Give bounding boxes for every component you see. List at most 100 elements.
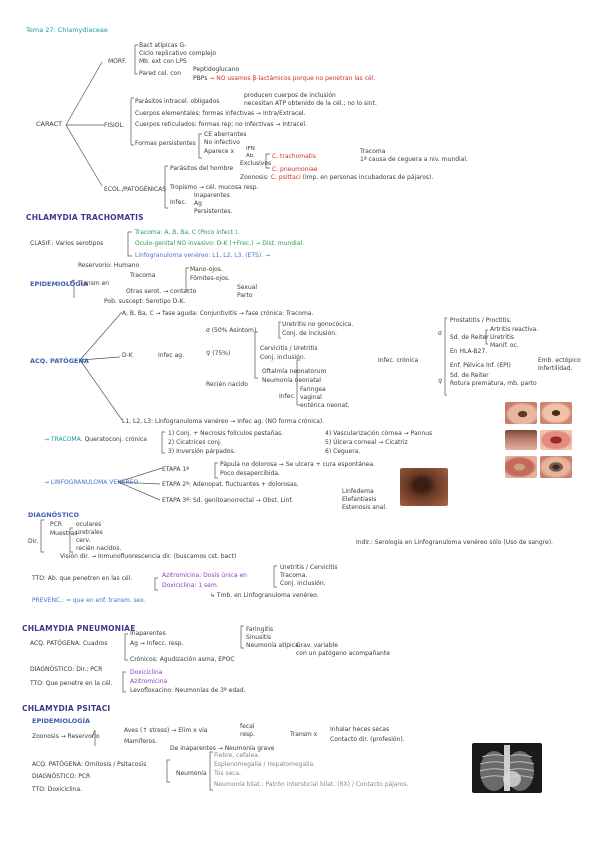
etapa3-item: Elefantiasis [342,496,377,503]
muestra-item: uretrales [76,529,103,536]
eye-photo [505,402,537,424]
tracoma-heading: → TRACOMA: Queratoconj. crónica [44,436,147,443]
parasitos-note: producen cuerpos de inclusión [244,92,336,99]
pneumo-grav: Grav. variable [296,642,338,649]
pneumo-resp-item: Neumonía atípica [246,642,299,649]
etapa2-line: ETAPA 2ª: Adenopat. fluctuantes + doloro… [162,481,299,488]
muestra-item: oculares [76,521,102,528]
muestra-item: cerv. [76,537,91,544]
tracoma-label: Tracoma [360,148,386,155]
section-heading-pneumoniae: CHLAMYDIA PNEUMONIAE [22,624,136,633]
psittaci-tto: TTO: Doxiciclina. [32,786,83,793]
dk-label: D-K [122,352,133,359]
persist-item: Aparece x [204,148,235,155]
transm-label: Transm en [78,280,110,287]
pcr-label: PCR [50,521,62,528]
morf-item: Mb. ext con LPS [139,58,187,65]
l123-line: L1, L2, L3: Linfogranuloma venéreo → Inf… [122,418,325,425]
tmb-line: ↳ Tmb. en Linfogranuloma venéreo. [210,592,319,599]
transm-otras: Otras serot. → contacto [126,288,197,295]
psittaci-contacto: Contacto dir. (profesión). [330,736,405,743]
psittaci-fecal: fecal [240,723,255,730]
cronica-male-item: En HLA-B27. [450,348,488,355]
transm-tracoma: Tracoma [130,272,156,279]
psittaci-neu-item: Tos seca. [214,770,242,777]
infec-ag-label: Infec ag. [158,352,184,359]
cronica-female-item: Sd. de Reiter [450,372,489,379]
etapa3-line: ETAPA 3ª: Sd. genitoanorrectal → Obst. L… [162,497,293,504]
transm-sexual: Sexual [237,284,258,291]
persist-item: CE aberrantes [204,131,247,138]
transm-parto: Parto [237,292,253,299]
vision-dir: Visión dir. → Inmunofluorescencia dir. (… [60,553,237,560]
pneumo-resp-item: Faringitis [246,626,274,633]
clasif-oculogenital: Oculo-genital NO invasivo: D-K (+Frec.) … [135,240,304,247]
zoonosis-label: Zoonosis: C. psittaci (Imp. en personas … [240,174,434,181]
pbps-label: PBPs → NO usamos β-lactámicos porque no … [193,75,376,82]
fisiol-item: Cuerpos elementales: formas infectivas →… [135,110,306,117]
epi-item: Emb. ectópico [538,357,581,364]
rn-item: Neumonía neonatal [262,377,321,384]
cronica-female-item: Rotura prematura, mb, parto [450,380,537,387]
psittaci-transm: Transm x [290,731,318,738]
reiter-item: Manif. oc. [490,342,519,349]
morf-label: MORF. [108,58,127,65]
acq-patogena-label: ACQ. PATÓGENA [30,357,89,365]
male-item: Conj. de inclusión. [282,330,337,337]
indir-line: Indir.: Serología en Linfogranuloma vené… [356,539,553,546]
infec-label: Infec. [170,199,187,206]
psittaci-acq: ACQ. PATÓGENA: Ornitosis / Psitacosis [32,761,147,768]
infec-item: Inaparentes [194,192,230,199]
psittaci-resp: resp. [240,731,255,738]
pneumo-tto: TTO: Que penetre en la cél. [30,680,113,687]
azitro-item: Tracoma. [280,572,308,579]
caract-root-label: CARACT [36,120,63,128]
rn-item: Faringea [300,386,326,393]
psittaci-neu-item: Esplenomegalia / Hepatomegalia. [214,761,316,768]
pared-label: Pared cel. con [139,70,182,77]
fisiol-item: Formas persistentes [135,140,196,147]
persist-item: No infectivo [204,139,240,146]
tracoma-step: 2) Cicatrices conj. [168,439,222,446]
transm-mano-ojos: Mano-ojos. [190,266,223,273]
ecol-parasitos: Parásitos del hombre [170,165,234,172]
etapa1-label: ETAPA 1ª [162,466,189,473]
epi-item: Infertilidad. [538,365,573,372]
psittaci-neumonia: Neumonía [176,770,207,777]
psittaci-inhal: Inhalar heces secas [330,726,390,733]
eye-photo [505,456,537,478]
eye-photo [540,456,572,478]
female-item: Conj. inclusión. [260,354,306,361]
fisiol-label: FISIOL. [104,122,125,129]
pneumo-tto-item: Azitromicina [130,678,168,685]
male-label: σ (50% Asintom) [206,327,257,334]
psittaci-neu-item: Fiebre, cefalea. [214,752,260,759]
fisiol-item: Cuerpos reticulados: formas rep; no infe… [135,121,307,128]
rn-item: entérica neonat. [300,402,350,409]
clasif-linfogranuloma: Linfogranuloma venéreo: L1, L2, L3. (ETS… [135,252,270,259]
tracoma-step: 1) Conj. + Necrosis folículos pestañas. [168,430,284,437]
lesion-photo [400,468,448,506]
psittaci-diag: DIAGNÓSTICO: PCR [32,773,91,780]
pneumoniae-label: C. pneumoniae [272,166,318,173]
male-item: Uretritis no gonocócica. [282,321,354,328]
female-item: Cervicitis / Uretritis [260,345,318,352]
pneumo-ag: Ag → Infecc. resp. [130,640,184,647]
rn-item: Oftalmía neonatorum [262,368,327,375]
etapa3-item: Linfedema [342,488,374,495]
infec-cronica-label: Infec. crónica [378,357,419,364]
cronica-male-symbol: σ [438,330,442,337]
azitromicina-line: Azitromicina: Dosis única en [162,572,247,579]
tracoma-step: 3) Inversión párpados. [168,448,236,455]
psittaci-zoonosis: Zoonosis → Reservorio [32,733,100,740]
pneumo-tto-item: Levofloxacino: Neumonías de 3ª edad. [130,687,246,694]
pneumo-inap: Inaparentes [130,630,166,637]
transm-fomites: Fómites-ojos. [190,275,230,282]
rn-infec-label: Infec. [279,393,296,400]
morf-item: Ciclo replicativo complejo [139,50,217,57]
pneumo-acq: ACQ. PATÓGENA: Cuadros [30,640,108,647]
pneumo-cronicas: Crónicos: Agudización asma, EPOC [130,656,235,663]
diagnostico-label: DIAGNÓSTICO [28,511,79,519]
eye-photo [505,430,537,450]
psittaci-epid: EPIDEMIOLOGÍA [32,717,91,725]
